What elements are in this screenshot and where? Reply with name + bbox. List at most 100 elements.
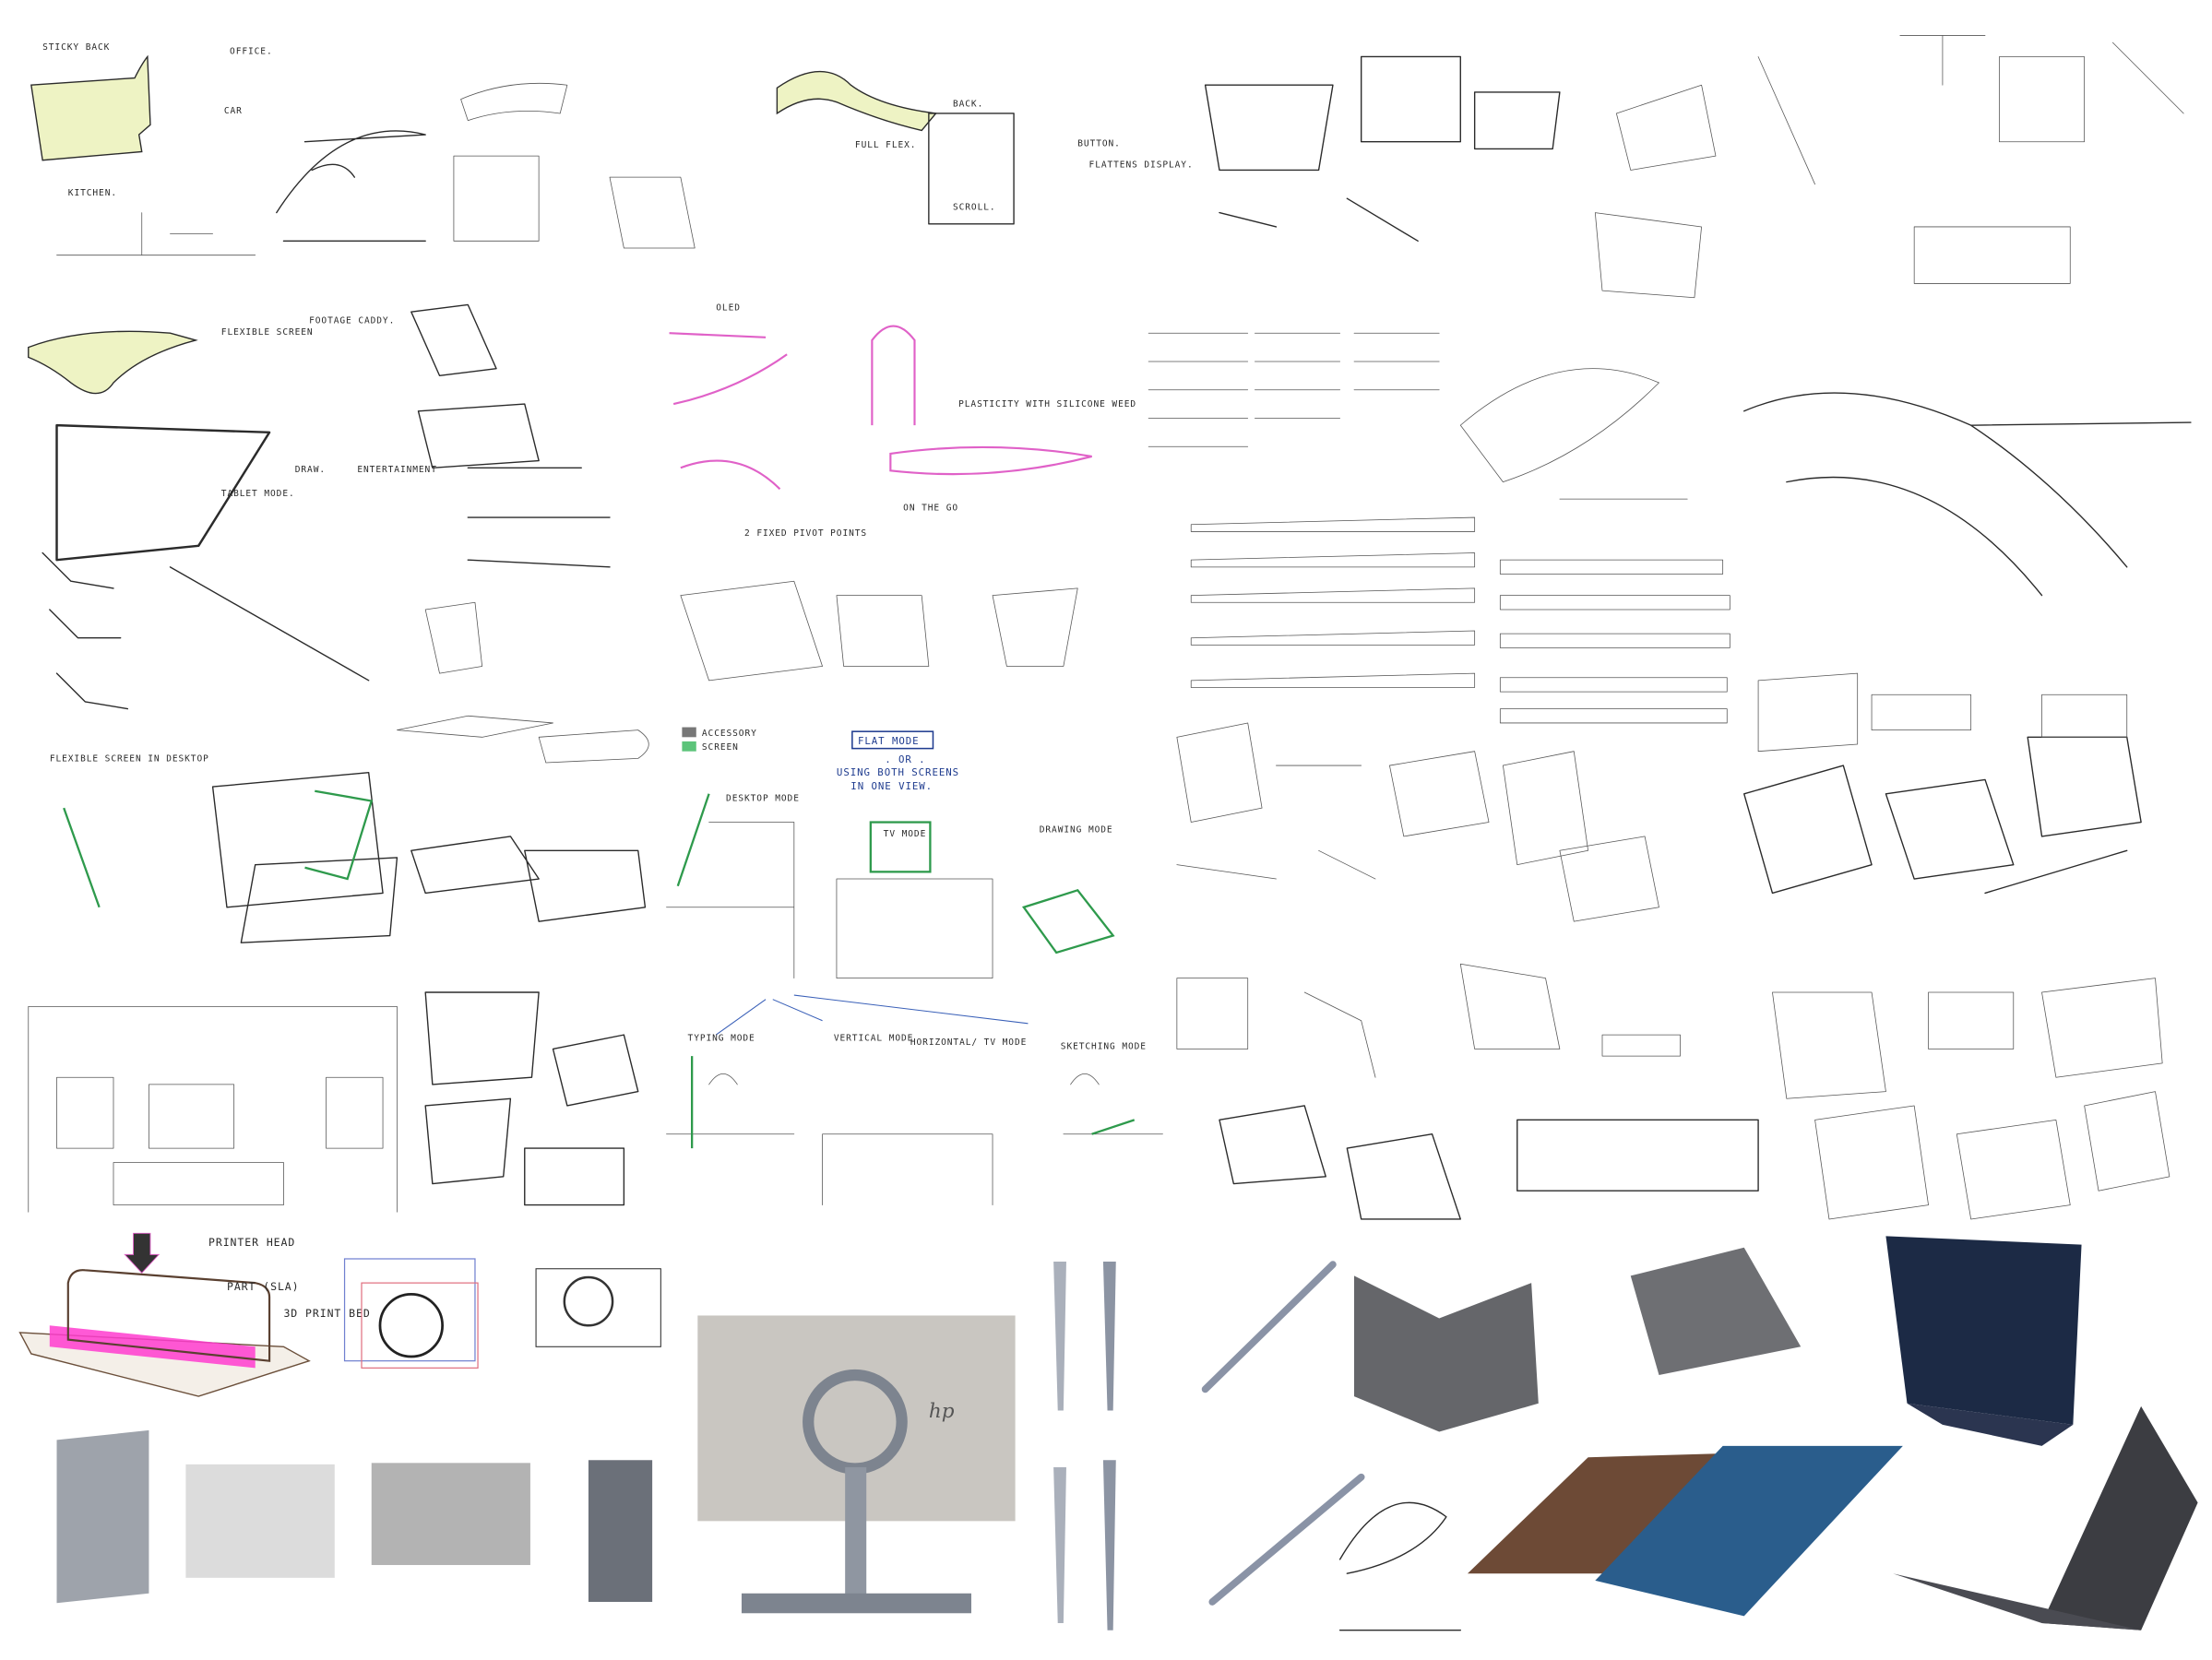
monitor-render-2 [185, 1464, 335, 1578]
legend-accessory-swatch [682, 727, 696, 738]
sketch-stroke-group [680, 580, 1078, 682]
sketch-stroke-group [1594, 56, 1815, 299]
sketch-stroke-group [42, 551, 370, 710]
pen-render-6 [1208, 1473, 1365, 1606]
folding-device-render-1 [1354, 1275, 1539, 1432]
sketch-stroke-group [1176, 722, 1659, 922]
flex-screen-sketch [776, 70, 937, 132]
sketch-stroke-group [1772, 978, 2170, 1220]
pen-render-2 [1102, 1262, 1116, 1411]
panel-desktop: FLEXIBLE SCREEN IN DESKTOP [50, 753, 374, 908]
label-or: . OR . [885, 753, 925, 765]
label-draw: DRAW. [295, 465, 326, 475]
panel-hinge: OLED PLASTICITY WITH SILICONE WEED 2 FIX… [669, 303, 1136, 539]
label-drawing-mode: DRAWING MODE [1040, 824, 1113, 835]
label-button: BUTTON. [1077, 138, 1121, 148]
print-bed-highlight [49, 1325, 256, 1369]
sketch-stroke-group [453, 82, 696, 249]
legend-screen: SCREEN [702, 742, 739, 753]
printer-head-icon [124, 1232, 161, 1275]
panel-3d-print: PRINTER HEAD PART (SLA) 3D PRINT BED [18, 1232, 370, 1397]
monitor-render-4 [588, 1460, 653, 1602]
pen-render-1 [1053, 1262, 1066, 1411]
label-part: PART (SLA) [227, 1280, 300, 1293]
sketching-mode-screen [1091, 1119, 1136, 1135]
label-horizontal-tv-mode: HORIZONTAL/ TV MODE [910, 1038, 1027, 1048]
hinge-belt-sketch [889, 445, 1092, 476]
hinge-loop-sketch [871, 325, 916, 426]
pen-render-3 [1053, 1466, 1066, 1624]
sketch-linework [28, 35, 2192, 1220]
legend-screen-swatch [682, 741, 696, 752]
label-vertical-mode: VERTICAL MODE [834, 1033, 913, 1043]
monitor-render-3 [371, 1463, 530, 1566]
panel-modes: ACCESSORY SCREEN FLAT MODE . OR . USING … [676, 727, 1115, 954]
sketch-stroke-group [1743, 392, 2192, 597]
label-on-the-go: ON THE GO [903, 503, 958, 513]
label-flat-mode: FLAT MODE [858, 735, 920, 747]
monitor-base [741, 1593, 971, 1614]
desktop-mode-screen [676, 793, 710, 887]
monitor-render-1 [56, 1429, 149, 1604]
label-flexible-screen-desktop: FLEXIBLE SCREEN IN DESKTOP [50, 753, 209, 764]
stand-diagram-red [361, 1282, 479, 1369]
drawing-mode-screen [1021, 888, 1115, 954]
tablet-sketch [55, 423, 271, 562]
sketch-stroke-group [28, 1005, 398, 1213]
monitor-stem [845, 1466, 867, 1595]
label-sketching-mode: SKETCHING MODE [1061, 1041, 1147, 1051]
label-kitchen: KITCHEN. [68, 188, 117, 198]
legend-accessory: ACCESSORY [702, 729, 757, 739]
label-sticky-back: STICKY BACK [42, 42, 110, 53]
panel-full-flex: FULL FLEX. BACK. BUTTON. FLATTENS DISPLA… [776, 70, 1194, 225]
sketch-stroke-group [1459, 368, 1688, 500]
hp-logo: hp [929, 1400, 955, 1423]
label-back: BACK. [953, 99, 983, 109]
sketch-stroke-group [1148, 332, 1440, 447]
flexible-screen-sketch [28, 330, 198, 395]
sketch-stroke-group [666, 1073, 1163, 1205]
laptop-render-navy-base [1907, 1403, 2074, 1446]
hinge-diagram-red [1338, 1501, 1447, 1574]
desktop-screen-sketch [63, 807, 101, 908]
laptop-render-navy [1885, 1236, 2082, 1425]
label-tv-mode: TV MODE [884, 829, 927, 839]
label-footage-caddy: FOOTAGE CADDY. [309, 315, 395, 326]
label-entertainment: ENTERTAINMENT [357, 465, 436, 475]
label-oled: OLED [716, 303, 741, 314]
label-printer-head: PRINTER HEAD [208, 1236, 295, 1249]
sketch-stroke-group [666, 822, 993, 979]
pen-render-5 [1201, 1261, 1337, 1393]
sketch-stroke-group [424, 991, 639, 1206]
flat-mode-box [851, 730, 934, 750]
label-in-one-view: IN ONE VIEW. [850, 780, 933, 792]
label-flexible-screen: FLEXIBLE SCREEN [221, 327, 314, 338]
renders: hp [56, 1236, 2198, 1631]
sketch-stroke-group [276, 130, 426, 243]
sketch-stroke-group [1757, 672, 2128, 753]
label-plasticity: PLASTICITY WITH SILICONE WEED [958, 399, 1136, 409]
sketch-stroke-group [211, 772, 647, 943]
mode-arrows [715, 994, 1029, 1036]
sketch-stroke-group [397, 601, 649, 764]
oled-hinge-sketch [669, 332, 788, 491]
label-flattens-display: FLATTENS DISPLAY. [1089, 160, 1194, 170]
stand-ring-diagram [378, 1293, 444, 1358]
sketch-stroke-group [1204, 55, 1561, 243]
laptop-render-dark [2041, 1405, 2198, 1630]
sketch-stroke-group [1176, 963, 1681, 1078]
stand-sketch-frame [535, 1268, 661, 1347]
tv-mode-screen [869, 821, 932, 873]
panel-sticky-back: STICKY BACK OFFICE. CAR KITCHEN. [30, 42, 273, 198]
panel-tablet-mode: FLEXIBLE SCREEN FOOTAGE CADDY. DRAW. ENT… [28, 315, 436, 562]
label-desktop-mode: DESKTOP MODE [726, 793, 800, 803]
label-typing-mode: TYPING MODE [688, 1033, 755, 1043]
sketch-stroke-group [1190, 516, 1476, 688]
label-full-flex: FULL FLEX. [855, 140, 917, 150]
panel-usage-modes: TYPING MODE VERTICAL MODE HORIZONTAL/ TV… [688, 994, 1147, 1149]
laptop-render-blue [1595, 1445, 1903, 1617]
label-office: OFFICE. [230, 46, 273, 56]
stand-sketch-ring [563, 1275, 614, 1327]
sketch-stroke-group [56, 212, 256, 256]
